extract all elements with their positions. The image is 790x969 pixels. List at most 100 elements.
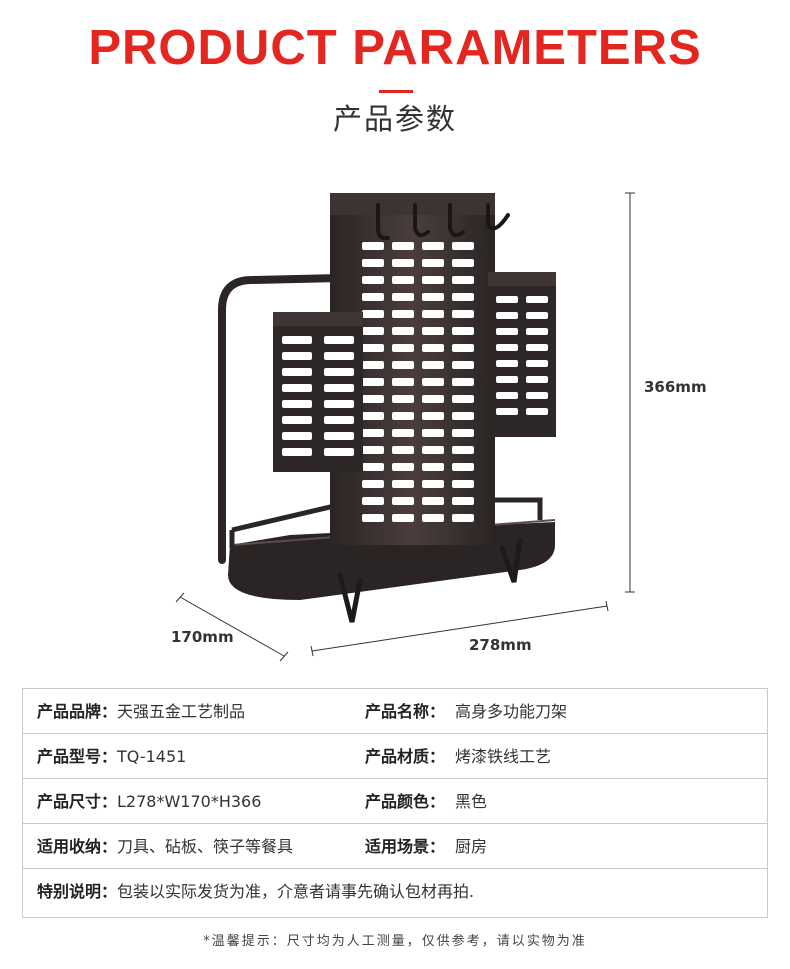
rack-slot <box>362 378 384 386</box>
spec-key: 适用场景： <box>365 837 446 856</box>
table-row: 适用收纳：刀具、砧板、筷子等餐具 适用场景：厨房 <box>23 824 767 869</box>
spec-key: 产品名称： <box>365 702 446 721</box>
rack-slot <box>422 429 444 437</box>
length-dimension-label: 278mm <box>469 636 532 654</box>
page-subtitle: 产品参数 <box>332 102 457 136</box>
spec-value: L278*W170*H366 <box>117 792 262 811</box>
rack-slot <box>362 242 384 250</box>
rack-slot <box>452 344 474 352</box>
product-image-knife-rack <box>175 192 635 662</box>
rack-slot <box>496 392 518 399</box>
table-row: 产品尺寸：L278*W170*H366 产品颜色：黑色 <box>23 779 767 824</box>
rack-slot <box>282 368 312 376</box>
rack-slot <box>452 293 474 301</box>
spec-value: 烤漆铁线工艺 <box>455 747 552 766</box>
rack-slot <box>452 480 474 488</box>
rack-slot <box>526 392 548 399</box>
table-row: 产品品牌：天强五金工艺制品 产品名称： 高身多功能刀架 <box>23 689 767 734</box>
rack-slot <box>496 408 518 415</box>
rack-slot <box>392 497 414 505</box>
rack-slot <box>362 514 384 522</box>
rack-slot <box>422 378 444 386</box>
rack-slot <box>526 408 548 415</box>
rack-slot <box>452 327 474 335</box>
rack-slot <box>282 400 312 408</box>
rack-slot <box>452 514 474 522</box>
rack-slot <box>362 429 384 437</box>
table-row: 产品型号：TQ-1451 产品材质：烤漆铁线工艺 <box>23 734 767 779</box>
rack-slot <box>452 361 474 369</box>
title-accent-bar <box>379 90 413 93</box>
page-title: PRODUCT PARAMETERS <box>88 21 702 75</box>
rack-slot <box>452 446 474 454</box>
rack-slot <box>324 368 354 376</box>
rack-slot <box>392 378 414 386</box>
spec-value: 黑色 <box>455 792 488 811</box>
rack-slot <box>452 412 474 420</box>
rack-slot <box>422 361 444 369</box>
rack-slot <box>526 296 548 303</box>
spec-value: 包装以实际发货为准，介意者请事先确认包材再拍. <box>117 882 475 901</box>
rack-slot <box>282 336 312 344</box>
rack-slot <box>324 336 354 344</box>
spec-value: 天强五金工艺制品 <box>117 702 246 721</box>
rack-slot <box>452 463 474 471</box>
rack-slot <box>496 376 518 383</box>
rack-slot <box>362 463 384 471</box>
spec-key: 产品品牌： <box>37 702 118 721</box>
rack-slot <box>282 448 312 456</box>
rack-slot <box>422 514 444 522</box>
rack-slot <box>392 293 414 301</box>
rack-slot <box>392 310 414 318</box>
rack-slot <box>496 360 518 367</box>
rack-slot <box>422 463 444 471</box>
rack-slot <box>496 344 518 351</box>
rack-slot <box>452 276 474 284</box>
rack-slot <box>392 242 414 250</box>
footer-note: *温馨提示：尺寸均为人工测量，仅供参考，请以实物为准 <box>203 934 587 949</box>
rack-slot <box>324 448 354 456</box>
rack-slot <box>392 412 414 420</box>
rack-slot <box>452 429 474 437</box>
rack-slot <box>362 276 384 284</box>
rack-slot <box>422 395 444 403</box>
rack-slot <box>392 344 414 352</box>
rack-slot <box>362 344 384 352</box>
rack-slot <box>392 463 414 471</box>
rack-slot <box>324 432 354 440</box>
spec-value: 高身多功能刀架 <box>455 702 568 721</box>
spec-key: 产品材质： <box>365 747 446 766</box>
rack-slot <box>392 327 414 335</box>
rack-slot <box>526 328 548 335</box>
rack-slot <box>392 276 414 284</box>
rack-slot <box>422 480 444 488</box>
spec-value: 厨房 <box>455 837 488 856</box>
rack-slot <box>452 259 474 267</box>
rack-slot <box>422 344 444 352</box>
rack-slot <box>422 446 444 454</box>
spec-key: 产品尺寸： <box>37 792 118 811</box>
rack-slot <box>282 432 312 440</box>
rack-slot <box>496 296 518 303</box>
rack-slot <box>362 412 384 420</box>
height-dimension-label: 366mm <box>644 378 707 396</box>
rack-slot <box>526 312 548 319</box>
rack-slot <box>496 312 518 319</box>
rack-slot <box>362 327 384 335</box>
rack-slot <box>392 429 414 437</box>
rack-slot <box>422 259 444 267</box>
rack-slot <box>392 395 414 403</box>
rack-slot <box>282 384 312 392</box>
rack-slot <box>282 352 312 360</box>
rack-slot <box>362 259 384 267</box>
rack-slot <box>452 310 474 318</box>
rack-slot <box>362 497 384 505</box>
rack-slot <box>526 376 548 383</box>
rack-slot <box>452 378 474 386</box>
rack-slot <box>422 242 444 250</box>
table-row: 特别说明：包装以实际发货为准，介意者请事先确认包材再拍. <box>23 869 767 914</box>
rack-slot <box>362 310 384 318</box>
rack-slot <box>392 259 414 267</box>
rack-slot <box>526 344 548 351</box>
spec-key: 特别说明： <box>37 882 118 901</box>
